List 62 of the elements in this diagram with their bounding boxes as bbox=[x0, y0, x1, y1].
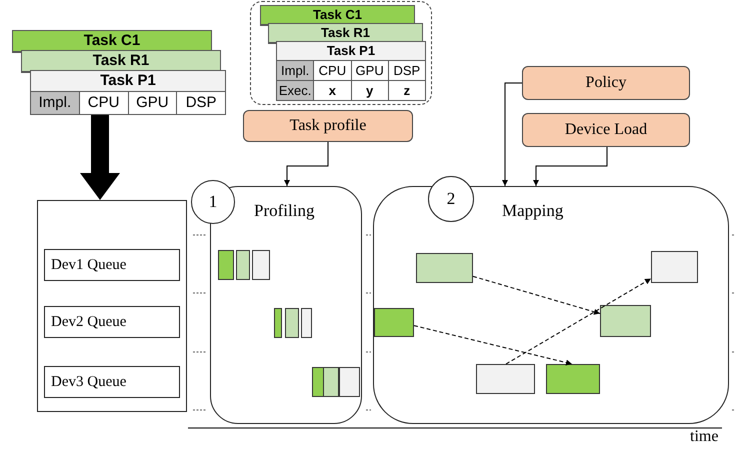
task-title: Task P1 bbox=[99, 71, 157, 91]
cell-value: DSP bbox=[388, 61, 425, 80]
task-block bbox=[374, 308, 414, 337]
task-title: Task R1 bbox=[92, 51, 150, 71]
queue-panel bbox=[37, 200, 187, 412]
axis-label: time bbox=[690, 428, 718, 446]
task-bar bbox=[301, 308, 312, 338]
input-label: Task profile bbox=[290, 117, 366, 135]
task-bar bbox=[218, 250, 234, 280]
task-block bbox=[476, 364, 535, 394]
input-box bbox=[522, 66, 690, 100]
step-circle bbox=[191, 180, 235, 224]
task-card bbox=[30, 70, 226, 115]
stage-title: Mapping bbox=[502, 201, 564, 221]
step-number: 2 bbox=[446, 189, 456, 209]
dashed-arrow bbox=[472, 276, 600, 315]
cell-value: GPU bbox=[350, 61, 388, 80]
queue-box bbox=[44, 366, 180, 398]
cell-value: x bbox=[313, 81, 350, 100]
queue-box bbox=[44, 249, 180, 281]
arrow bbox=[502, 82, 522, 186]
task-title: Task P1 bbox=[326, 42, 376, 60]
cell-value: y bbox=[350, 81, 388, 100]
task-card bbox=[276, 41, 426, 101]
arrow bbox=[533, 146, 608, 186]
arrow bbox=[284, 142, 328, 186]
queue-label: Dev2 Queue bbox=[51, 314, 126, 330]
stage-panel bbox=[210, 186, 362, 424]
queue-label: Dev3 Queue bbox=[51, 374, 126, 390]
task-bar bbox=[312, 367, 324, 397]
input-box bbox=[243, 110, 413, 142]
task-block bbox=[651, 251, 698, 283]
dashed-group-outline bbox=[250, 1, 432, 105]
cell-value: DSP bbox=[176, 92, 225, 114]
task-bar bbox=[339, 367, 360, 397]
task-bar bbox=[236, 250, 250, 280]
row-label: Exec. bbox=[277, 81, 314, 100]
input-label: Policy bbox=[586, 74, 626, 92]
block-arrow bbox=[80, 115, 120, 200]
stage-title: Profiling bbox=[254, 201, 314, 221]
queue-label: Dev1 Queue bbox=[51, 256, 126, 274]
task-bar bbox=[323, 367, 339, 397]
cell-value: CPU bbox=[313, 61, 350, 80]
cell-value: CPU bbox=[78, 92, 128, 114]
cell-value: GPU bbox=[128, 92, 176, 114]
input-label: Device Load bbox=[564, 121, 648, 139]
dashed-arrow bbox=[506, 278, 652, 364]
queue-box bbox=[44, 306, 180, 338]
task-block bbox=[416, 253, 473, 283]
dashed-arrow bbox=[414, 325, 572, 366]
task-bar bbox=[252, 250, 270, 280]
input-box bbox=[522, 113, 690, 147]
task-block bbox=[546, 364, 600, 394]
stage-panel bbox=[373, 186, 729, 424]
cell-value: z bbox=[388, 81, 425, 100]
task-title: Task R1 bbox=[320, 24, 371, 42]
task-block bbox=[600, 305, 651, 337]
task-bar bbox=[274, 308, 282, 338]
task-bar bbox=[285, 308, 299, 338]
task-title: Task C1 bbox=[312, 6, 363, 24]
task-title: Task C1 bbox=[82, 31, 142, 51]
step-number: 1 bbox=[208, 192, 218, 212]
